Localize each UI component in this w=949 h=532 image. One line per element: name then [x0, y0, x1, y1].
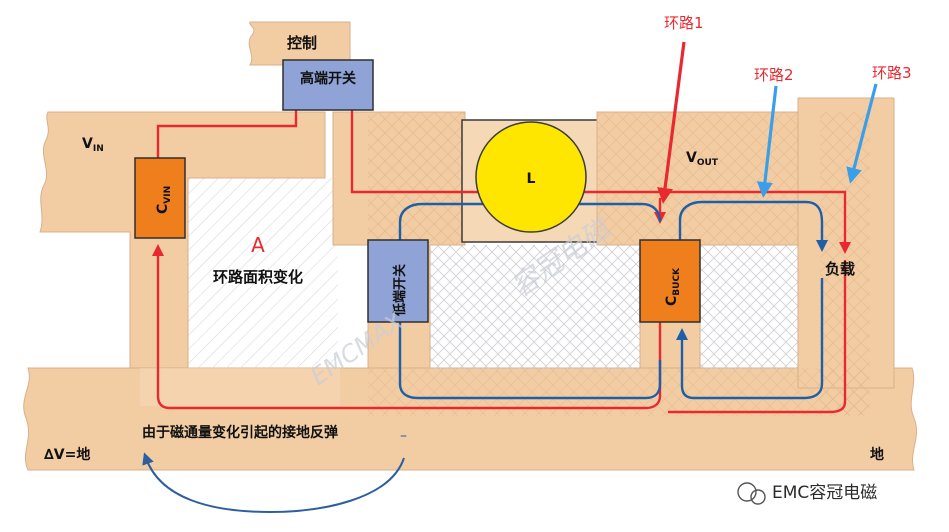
vin-label: VIN	[82, 136, 104, 154]
ground-return-overlay-left	[140, 368, 340, 406]
ground-bounce-mark: –	[400, 428, 407, 444]
area-letter: A	[251, 233, 265, 257]
cvin-capacitor	[134, 157, 186, 239]
vin-copper-trace	[39, 111, 326, 369]
ground-bounce-arc	[142, 452, 405, 514]
loop-area-region	[188, 178, 338, 368]
inductor-body	[475, 121, 587, 233]
loop2-blue-right-return	[676, 278, 824, 400]
load-label: 负载	[825, 260, 855, 278]
loop3-indicator-arrow	[846, 83, 878, 184]
switch-node-area	[430, 245, 640, 370]
control-label: 控制	[287, 34, 317, 52]
wechat-icon	[737, 482, 757, 502]
loop1-label: 环路1	[664, 14, 704, 32]
vout-label: VOUT	[686, 150, 719, 168]
loop1-red-bottom	[152, 244, 662, 410]
cbuck-capacitor	[639, 239, 701, 323]
loop2-label: 环路2	[754, 66, 794, 84]
low-side-switch-label: 低端开关	[392, 264, 408, 317]
cbuck-label: CBUCK	[664, 267, 682, 306]
loop1-indicator-arrow	[657, 41, 686, 204]
delta-v-ground-label: ∆V=地	[44, 446, 90, 463]
wechat-icon-2	[750, 489, 766, 505]
loop2-blue-left-down	[398, 322, 662, 400]
cvin-label: CVIN	[155, 186, 173, 214]
ground-label: 地	[870, 446, 884, 463]
footer-brand: EMC容冠电磁	[772, 483, 877, 503]
vout-copper-hatch	[597, 112, 815, 245]
control-trace	[248, 21, 351, 66]
low-side-switch	[367, 239, 429, 323]
loop2-blue-path	[398, 202, 662, 248]
switch-node-hatch	[368, 112, 465, 245]
loop1-red-return	[668, 260, 847, 414]
high-side-switch	[282, 59, 374, 111]
area-change-label: 环路面积变化	[213, 268, 303, 286]
high-side-switch-label: 高端开关	[300, 70, 356, 87]
ground-bounce-label: 由于磁通量变化引起的接地反弹	[142, 424, 338, 441]
loop3-label: 环路3	[872, 64, 912, 82]
footer-logo: EMC容冠电磁	[737, 482, 877, 505]
inductor-label: L	[527, 171, 536, 187]
loop2-indicator-arrow	[756, 85, 778, 198]
loop2-blue-right	[678, 200, 828, 252]
